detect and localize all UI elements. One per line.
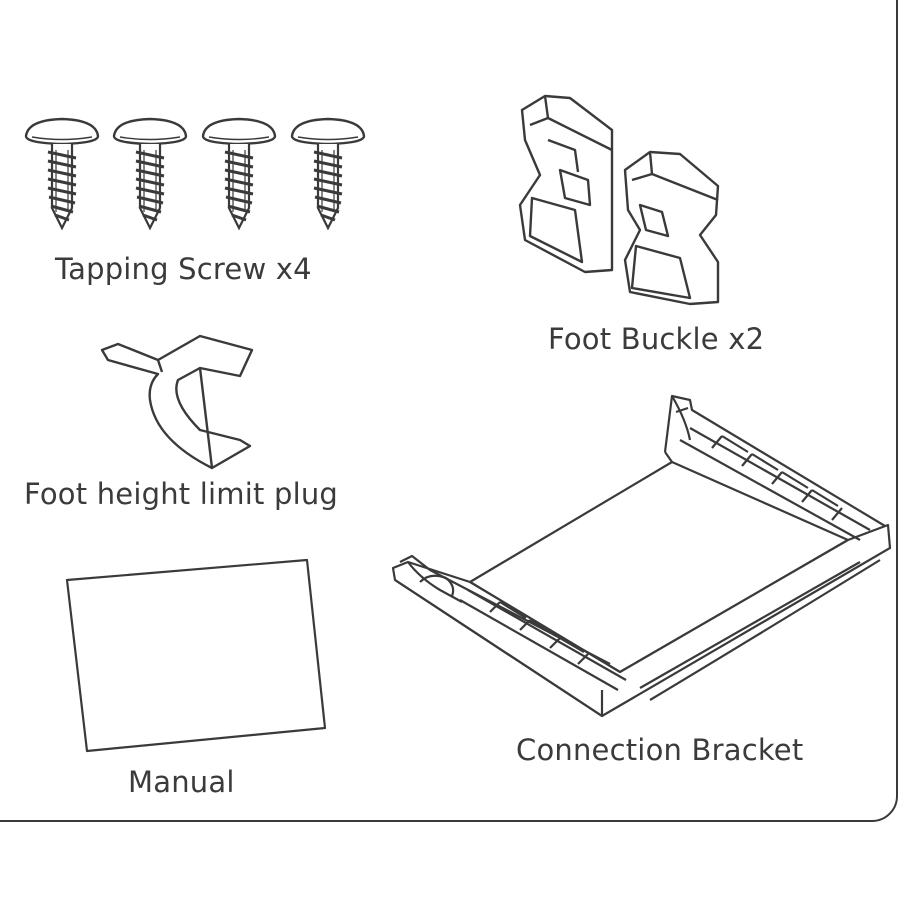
foot-height-limit-plug-icon xyxy=(100,334,254,470)
foot-buckle-label: Foot Buckle x2 xyxy=(548,322,765,356)
manual-icon xyxy=(65,558,327,753)
foot-height-limit-plug-label: Foot height limit plug xyxy=(24,477,339,511)
foot-buckle-icon xyxy=(518,94,720,306)
tapping-screw-icon xyxy=(290,117,366,230)
connection-bracket-icon xyxy=(391,394,892,718)
manual-label: Manual xyxy=(128,765,235,799)
connection-bracket-label: Connection Bracket xyxy=(516,733,804,767)
tapping-screw-icon xyxy=(201,117,277,230)
tapping-screw-label: Tapping Screw x4 xyxy=(55,252,312,286)
tapping-screw-icon xyxy=(24,117,100,230)
tapping-screw-icon xyxy=(112,117,188,230)
